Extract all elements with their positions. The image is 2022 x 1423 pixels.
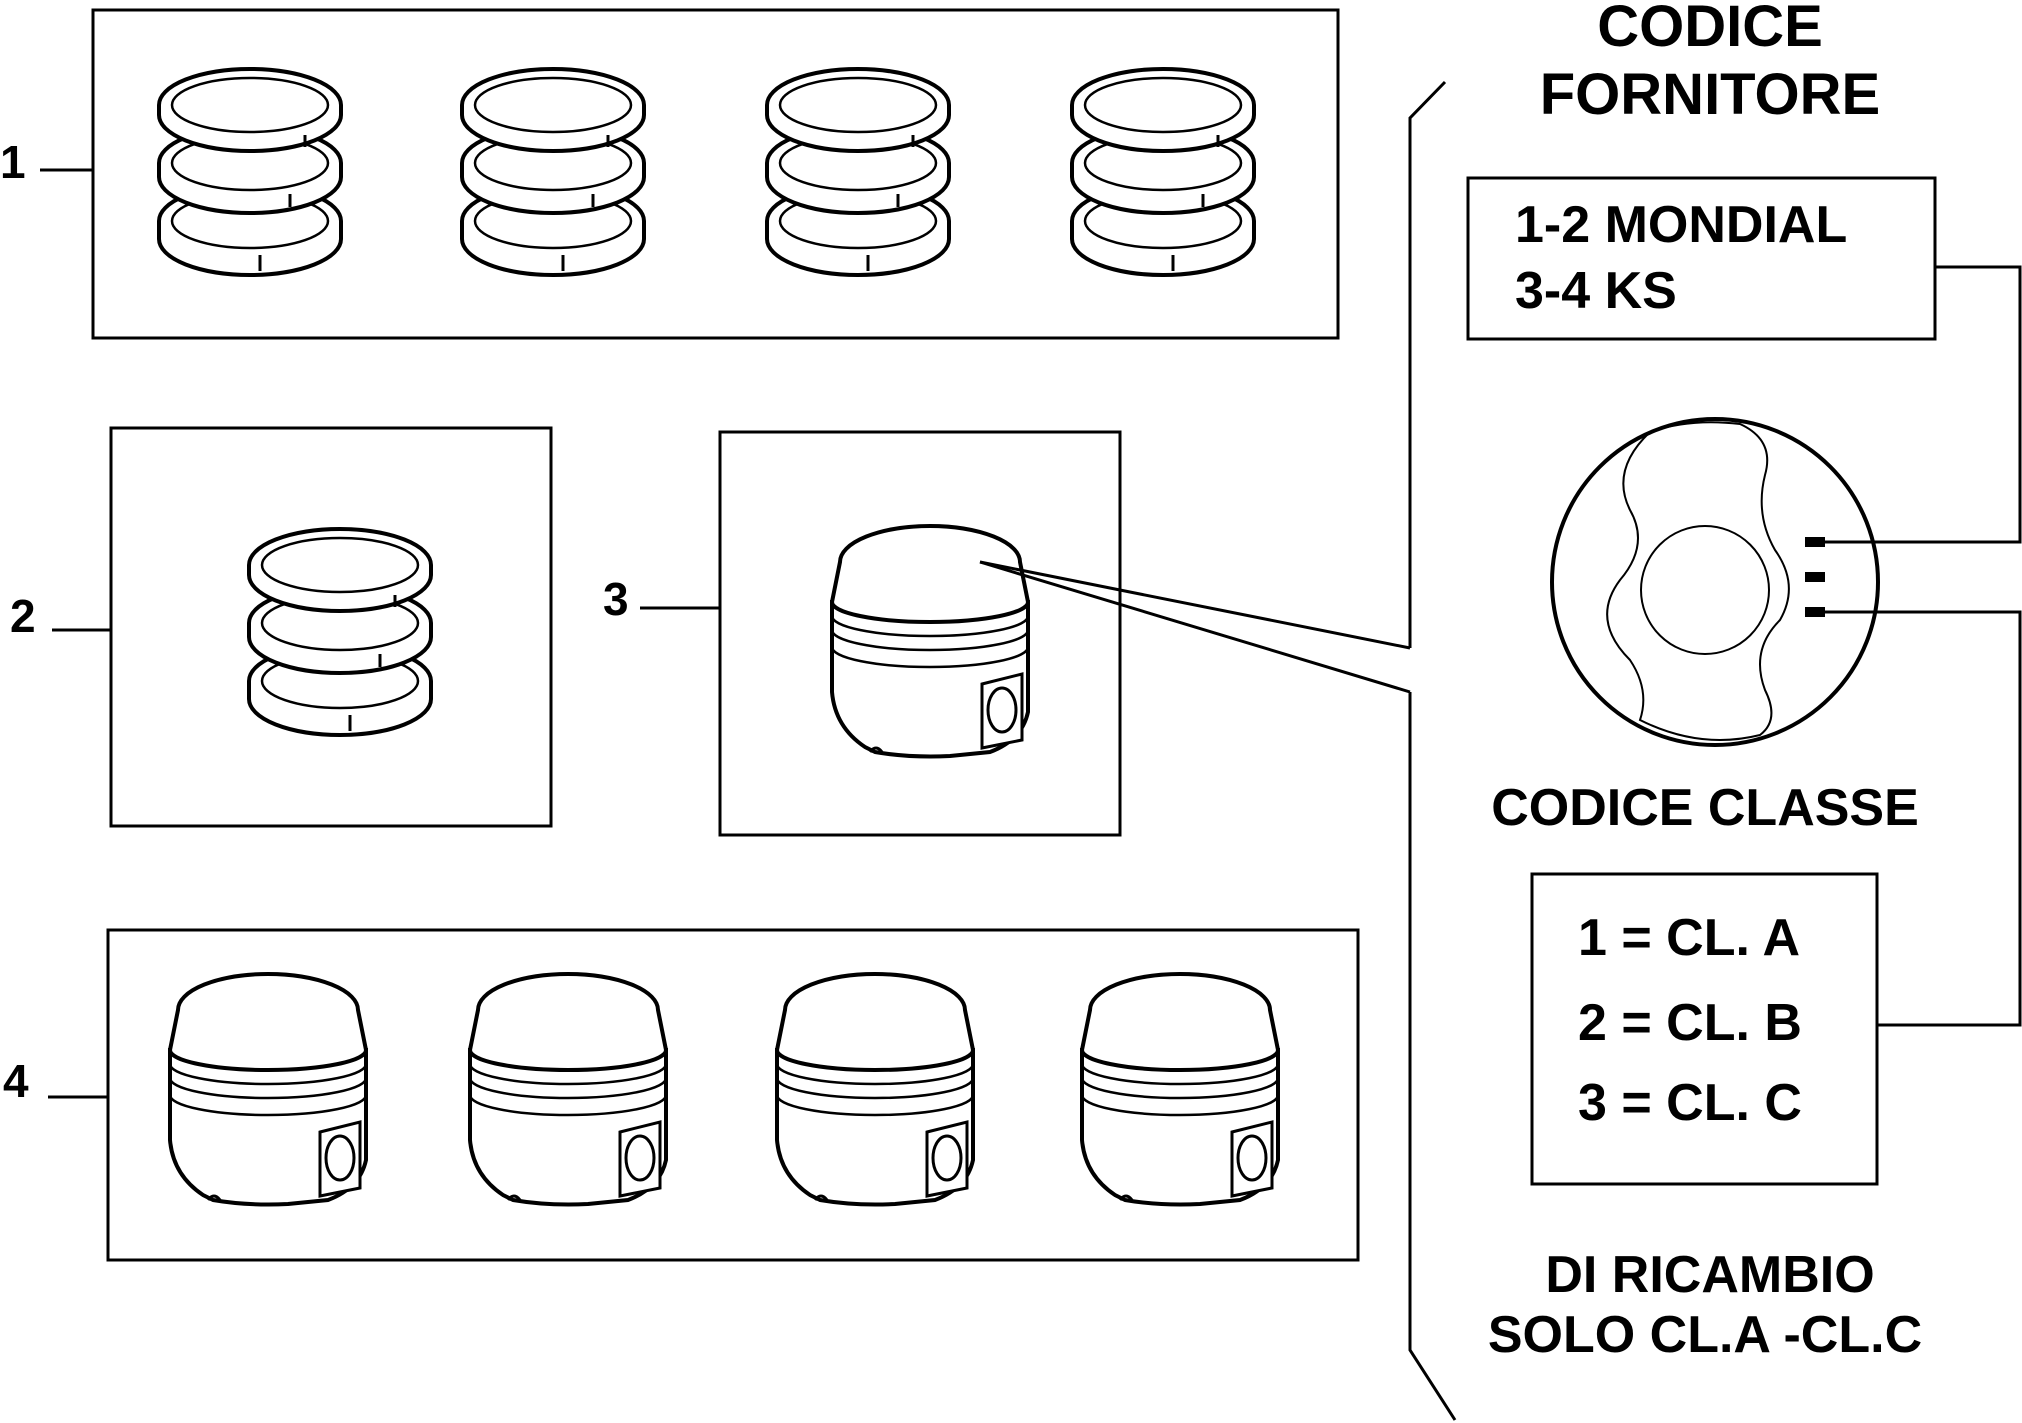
- callout-4: 4: [3, 1055, 29, 1107]
- piston-ring-set: [765, 67, 951, 277]
- supplier-line2: 3-4 KS: [1515, 262, 1677, 320]
- class-code-line2: 2 = CL. B: [1578, 994, 1802, 1052]
- piston: [1080, 972, 1280, 1207]
- piston-crown-top-view: [1550, 417, 1880, 747]
- spare-note-line1: DI RICAMBIO: [1545, 1246, 1874, 1304]
- supplier-title-line2: FORNITORE: [1540, 62, 1881, 127]
- box-single-piston: [718, 430, 1122, 837]
- piston-ring-set: [247, 527, 433, 737]
- connector-lines: [1825, 265, 2022, 1027]
- callout-1: 1: [0, 136, 26, 188]
- box-ring-sets: [91, 8, 1340, 340]
- piston: [468, 972, 668, 1207]
- class-code-box: [1530, 872, 1879, 1186]
- magnifier-lines: [979, 80, 1457, 1421]
- supplier-line1: 1-2 MONDIAL: [1515, 196, 1847, 254]
- supplier-title-line1: CODICE: [1597, 0, 1823, 59]
- supplier-box: [1466, 176, 1937, 341]
- class-code-line1: 1 = CL. A: [1578, 909, 1800, 967]
- box-pistons: [106, 928, 1360, 1262]
- piston-ring-set: [1070, 67, 1256, 277]
- piston-ring-set: [460, 67, 646, 277]
- piston: [775, 972, 975, 1207]
- spare-note-line2: SOLO CL.A -CL.C: [1488, 1306, 1922, 1364]
- class-code-line3: 3 = CL. C: [1578, 1074, 1802, 1132]
- callout-2: 2: [10, 590, 36, 642]
- class-code-title: CODICE CLASSE: [1491, 779, 1919, 837]
- piston: [168, 972, 368, 1207]
- callout-3: 3: [603, 573, 629, 625]
- box-single-ring-set: [109, 426, 553, 828]
- piston-ring-set: [157, 67, 343, 277]
- piston: [830, 524, 1030, 759]
